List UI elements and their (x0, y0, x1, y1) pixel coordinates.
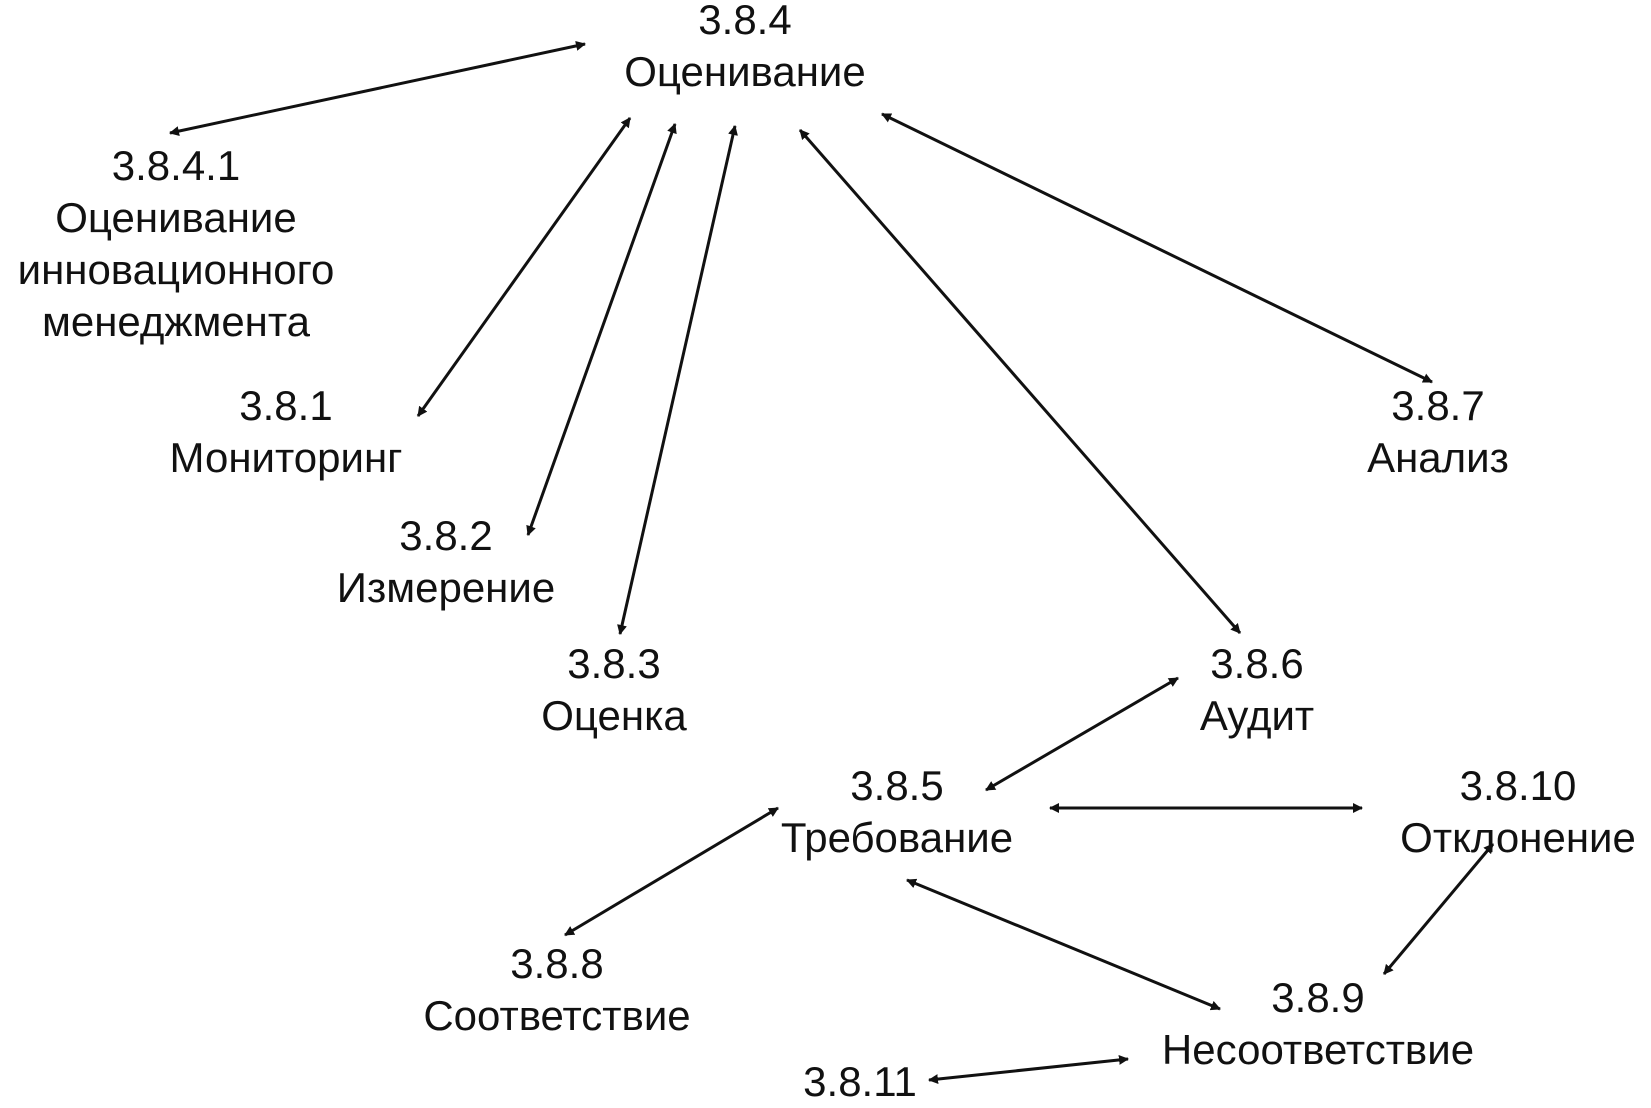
node-label: Оценка (541, 692, 687, 739)
node-code: 3.8.5 (850, 762, 944, 809)
edge-n385-n388 (564, 806, 779, 937)
edge-n384-n381 (416, 117, 632, 417)
edges-layer (169, 40, 1495, 1085)
node-3-8-9-nonconformity: 3.8.9 Несоответствие (1162, 972, 1474, 1076)
node-code: 3.8.8 (510, 940, 604, 987)
node-label: Отклонение (1400, 814, 1636, 861)
node-code: 3.8.2 (399, 512, 493, 559)
edge-n384-n383 (617, 125, 738, 635)
node-code: 3.8.1 (239, 382, 333, 429)
node-label: Измерение (336, 564, 556, 611)
node-label: Анализ (1367, 434, 1509, 481)
node-label: Соответствие (423, 992, 691, 1039)
node-code: 3.8.7 (1391, 382, 1485, 429)
node-3-8-2-measurement: 3.8.2 Измерение (337, 510, 555, 614)
edge-n389-n3811 (928, 1054, 1129, 1085)
node-label: Мониторинг (169, 434, 403, 481)
node-label: Оценивание (624, 48, 866, 95)
edge-n384-n382 (526, 123, 677, 536)
node-3-8-11: 3.8.11 (803, 1056, 917, 1108)
node-label: Аудит (1199, 692, 1315, 739)
node-label: Требование (780, 814, 1014, 861)
node-code: 3.8.4.1 (111, 142, 241, 189)
edge-n385-n389 (906, 878, 1221, 1011)
node-code: 3.8.11 (803, 1058, 917, 1105)
node-code: 3.8.6 (1210, 640, 1304, 687)
node-label: Несоответствие (1161, 1026, 1475, 1073)
node-3-8-5-requirement: 3.8.5 Требование (781, 760, 1013, 864)
node-3-8-10-deviation: 3.8.10 Отклонение (1400, 760, 1636, 864)
node-code: 3.8.10 (1459, 762, 1577, 809)
node-3-8-4-1-innovation-management-evaluation: 3.8.4.1 Оценивание инновационного менедж… (18, 140, 335, 348)
node-code: 3.8.9 (1271, 974, 1365, 1021)
edge-n384-n3841 (169, 40, 586, 137)
node-3-8-7-analysis: 3.8.7 Анализ (1367, 380, 1509, 484)
node-code: 3.8.4 (698, 0, 792, 43)
edge-n386-n385 (985, 676, 1179, 792)
edge-n384-n387 (881, 112, 1433, 384)
node-code: 3.8.3 (567, 640, 661, 687)
node-3-8-6-audit: 3.8.6 Аудит (1200, 638, 1314, 742)
node-3-8-1-monitoring: 3.8.1 Мониторинг (170, 380, 403, 484)
edge-n3810-n389 (1382, 843, 1495, 975)
node-label: Оценивание (55, 194, 297, 241)
node-3-8-4-evaluation: 3.8.4 Оценивание (624, 0, 865, 98)
edge-n384-n386 (798, 129, 1242, 634)
node-3-8-3-assessment: 3.8.3 Оценка (541, 638, 686, 742)
node-label: менеджмента (41, 298, 311, 345)
node-3-8-8-conformity: 3.8.8 Соответствие (423, 938, 690, 1042)
node-label: инновационного (17, 246, 335, 293)
